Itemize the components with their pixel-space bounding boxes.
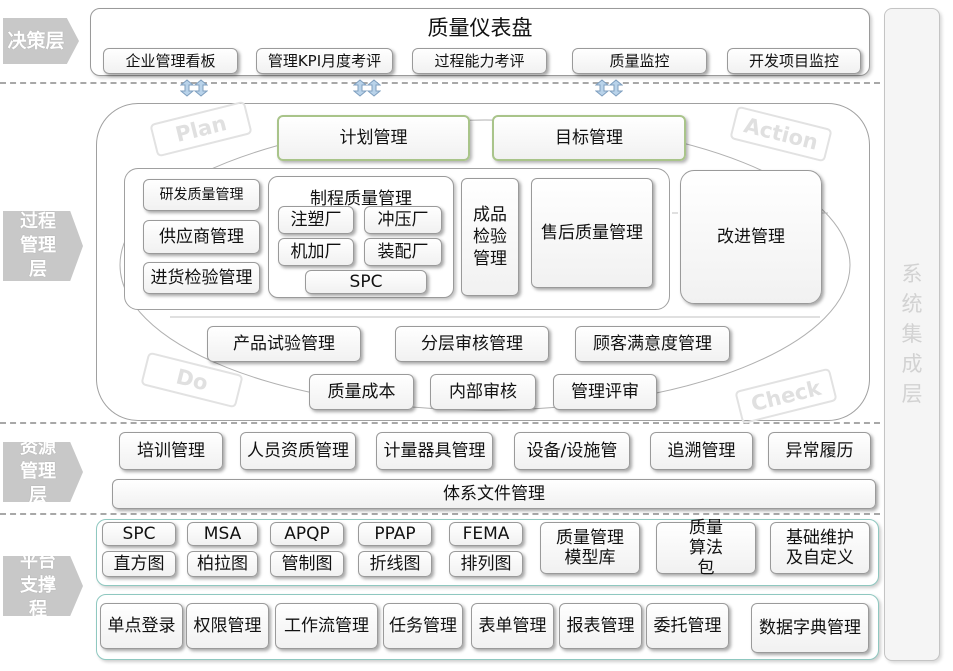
tool-fema[interactable]: FEMA (449, 522, 523, 546)
assembly-plant-module[interactable]: 装配厂 (364, 238, 442, 266)
tool-pareto-chart[interactable]: 柏拉图 (187, 551, 258, 577)
dashboard-item-dev-project-monitor[interactable]: 开发项目监控 (727, 48, 861, 74)
dashboard-title: 质量仪表盘 (427, 16, 533, 40)
after-sales-quality-module[interactable]: 售后质量管理 (531, 178, 653, 288)
stamping-plant-module[interactable]: 冲压厂 (364, 206, 442, 234)
dashboard-item-quality-monitor[interactable]: 质量监控 (572, 48, 707, 74)
report-management-module[interactable]: 报表管理 (559, 603, 642, 649)
system-integration-layer: 系统集成层 (884, 8, 940, 661)
tool-msa[interactable]: MSA (187, 522, 258, 546)
measuring-instrument-module[interactable]: 计量器具管理 (376, 432, 493, 470)
tool-spc[interactable]: SPC (102, 522, 176, 546)
manufacturing-quality-title: 制程质量管理 (310, 189, 412, 209)
layer-label-decision: 决策层 (3, 18, 79, 64)
traceability-module[interactable]: 追溯管理 (650, 432, 753, 470)
dashboard-item-process-capability[interactable]: 过程能力考评 (412, 48, 547, 74)
permission-management-module[interactable]: 权限管理 (186, 603, 269, 649)
layer-separator (0, 513, 880, 515)
tool-histogram[interactable]: 直方图 (102, 551, 176, 577)
equipment-facility-module[interactable]: 设备/设施管 (514, 432, 630, 470)
abnormal-history-module[interactable]: 异常履历 (768, 432, 871, 470)
tool-apqp[interactable]: APQP (270, 522, 344, 546)
machining-plant-module[interactable]: 机加厂 (278, 238, 354, 266)
finished-inspection-module[interactable]: 成品检验管理 (461, 178, 519, 296)
tool-control-chart[interactable]: 管制图 (270, 551, 344, 577)
layer-label-resource: 资源管理层 (3, 442, 83, 502)
delegation-management-module[interactable]: 委托管理 (646, 603, 729, 649)
product-test-module[interactable]: 产品试验管理 (207, 326, 361, 362)
management-review-module[interactable]: 管理评审 (553, 374, 657, 410)
layer-separator (0, 82, 880, 84)
layered-audit-module[interactable]: 分层审核管理 (395, 326, 549, 362)
personnel-qualification-module[interactable]: 人员资质管理 (240, 432, 356, 470)
layer-label-text: 决策层 (7, 30, 65, 52)
customer-satisfaction-module[interactable]: 顾客满意度管理 (575, 326, 730, 362)
plan-management-module[interactable]: 计划管理 (277, 115, 470, 161)
rd-quality-module[interactable]: 研发质量管理 (143, 179, 260, 211)
quality-algorithm-package[interactable]: 质量算法包 (656, 518, 756, 578)
layer-label-process: 过程管理层 (3, 211, 83, 281)
supplier-management-module[interactable]: 供应商管理 (143, 220, 260, 254)
single-sign-on-module[interactable]: 单点登录 (100, 603, 183, 649)
system-documents-module[interactable]: 体系文件管理 (112, 479, 876, 509)
data-dictionary-module[interactable]: 数据字典管理 (751, 603, 869, 653)
double-arrow-icon (353, 79, 381, 97)
layer-label-text: 过程管理层 (20, 211, 56, 280)
quality-cost-module[interactable]: 质量成本 (309, 374, 414, 410)
tool-ppap[interactable]: PPAP (358, 522, 432, 546)
tool-sort-chart[interactable]: 排列图 (449, 551, 523, 577)
improvement-management-module[interactable]: 改进管理 (680, 170, 822, 304)
quality-model-library[interactable]: 质量管理模型库 (540, 522, 640, 574)
internal-audit-module[interactable]: 内部审核 (430, 374, 536, 410)
training-management-module[interactable]: 培训管理 (119, 432, 223, 470)
form-management-module[interactable]: 表单管理 (471, 603, 554, 649)
dashboard-item-enterprise-board[interactable]: 企业管理看板 (103, 48, 238, 74)
layer-label-text: 平台支撑程 (20, 551, 56, 620)
spc-module[interactable]: SPC (305, 270, 427, 294)
layer-label-text: 资源管理层 (20, 437, 56, 506)
layer-separator (0, 422, 880, 424)
workflow-management-module[interactable]: 工作流管理 (275, 603, 378, 649)
basic-maintenance-custom[interactable]: 基础维护及自定义 (770, 522, 870, 574)
system-integration-label: 系统集成层 (901, 262, 923, 406)
tool-line-chart[interactable]: 折线图 (358, 551, 432, 577)
incoming-inspection-module[interactable]: 进货检验管理 (143, 262, 260, 294)
task-management-module[interactable]: 任务管理 (383, 603, 463, 649)
double-arrow-icon (595, 79, 623, 97)
dashboard-item-kpi-review[interactable]: 管理KPI月度考评 (256, 48, 393, 74)
double-arrow-icon (180, 79, 208, 97)
goal-management-module[interactable]: 目标管理 (492, 115, 686, 161)
injection-plant-module[interactable]: 注塑厂 (278, 206, 354, 234)
layer-label-platform: 平台支撑程 (3, 556, 83, 616)
